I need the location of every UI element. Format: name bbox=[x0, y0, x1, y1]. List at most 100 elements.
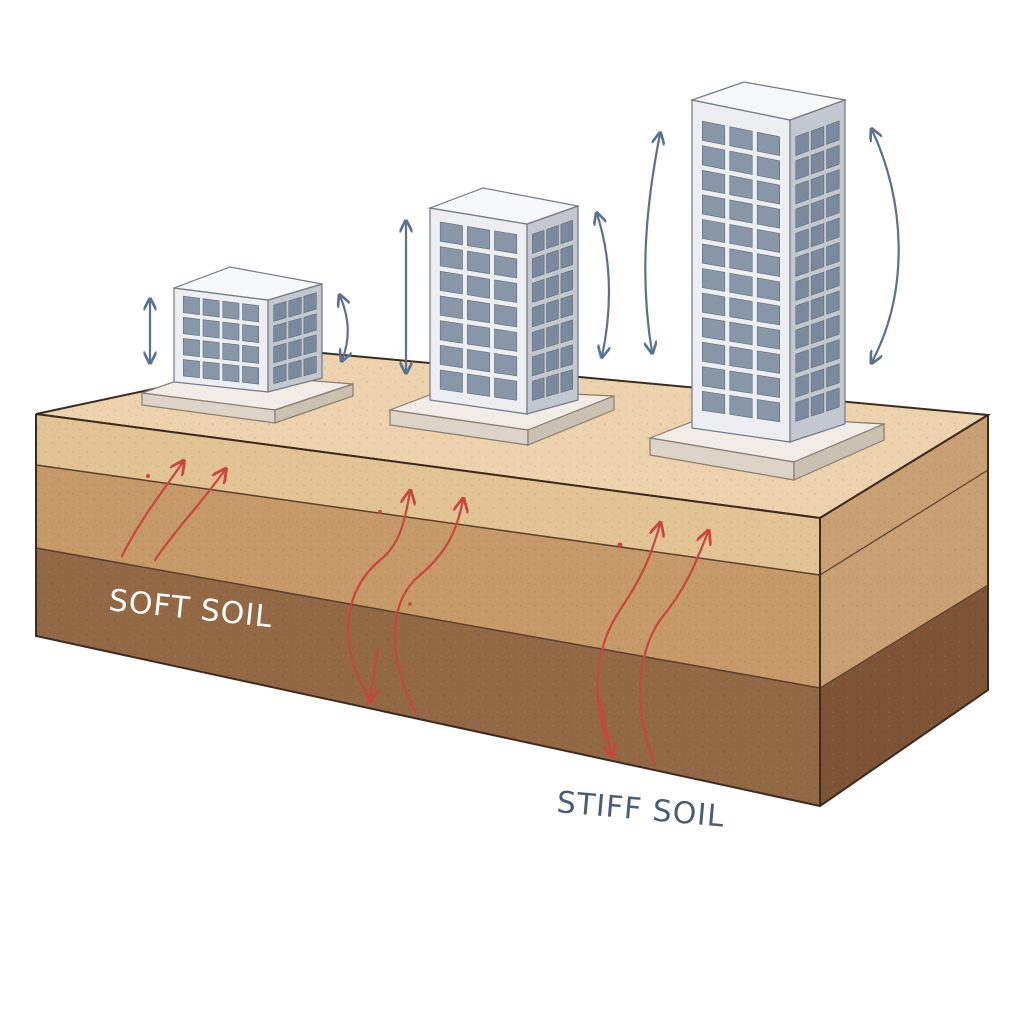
window bbox=[532, 229, 545, 254]
window bbox=[826, 169, 840, 194]
window bbox=[702, 169, 726, 195]
window bbox=[810, 368, 825, 393]
window bbox=[467, 299, 490, 324]
window bbox=[756, 399, 780, 423]
window bbox=[756, 180, 780, 205]
sway-arrow bbox=[340, 296, 348, 360]
window bbox=[702, 268, 726, 292]
window bbox=[810, 223, 825, 248]
window bbox=[439, 295, 463, 319]
window bbox=[795, 155, 809, 181]
window bbox=[729, 321, 753, 346]
window bbox=[729, 370, 753, 394]
building-high-rise bbox=[647, 81, 885, 481]
window bbox=[702, 366, 726, 390]
seismic-wave-arrow bbox=[596, 524, 660, 754]
window bbox=[702, 390, 726, 415]
window bbox=[795, 228, 809, 253]
sway-arrow bbox=[872, 130, 900, 362]
window bbox=[810, 392, 825, 417]
window bbox=[467, 373, 490, 397]
window bbox=[546, 323, 559, 348]
window bbox=[702, 317, 726, 341]
window bbox=[826, 120, 840, 145]
window bbox=[702, 341, 726, 366]
window bbox=[494, 255, 518, 279]
window bbox=[532, 254, 545, 279]
window bbox=[202, 340, 220, 360]
window bbox=[546, 348, 559, 373]
window bbox=[729, 297, 753, 321]
window bbox=[439, 320, 463, 344]
window bbox=[303, 292, 317, 314]
window bbox=[756, 156, 780, 181]
building-mid-rise bbox=[387, 187, 615, 446]
window bbox=[532, 328, 545, 352]
window bbox=[532, 352, 545, 377]
window bbox=[810, 174, 825, 199]
seismic-wave-arrow bbox=[598, 698, 612, 755]
building-roof bbox=[689, 81, 848, 121]
window bbox=[826, 290, 840, 315]
window bbox=[560, 244, 573, 269]
window bbox=[702, 292, 726, 317]
window bbox=[560, 294, 573, 319]
window bbox=[810, 344, 825, 369]
window bbox=[546, 224, 559, 249]
seismic-waves bbox=[120, 462, 708, 767]
window bbox=[467, 275, 490, 299]
window bbox=[242, 303, 260, 323]
window bbox=[795, 131, 809, 156]
window bbox=[795, 180, 809, 205]
window bbox=[494, 328, 518, 352]
window bbox=[182, 338, 200, 358]
window bbox=[494, 377, 518, 401]
window bbox=[810, 150, 825, 175]
window bbox=[222, 342, 240, 362]
sway-arrows bbox=[150, 130, 900, 372]
window bbox=[560, 344, 573, 368]
window bbox=[756, 350, 780, 374]
window bbox=[494, 353, 518, 377]
window bbox=[795, 373, 809, 398]
window bbox=[729, 175, 753, 200]
window bbox=[439, 270, 463, 295]
window bbox=[810, 198, 825, 224]
window bbox=[702, 194, 726, 219]
window bbox=[702, 243, 726, 268]
window bbox=[729, 126, 753, 151]
window bbox=[756, 277, 780, 302]
window bbox=[222, 321, 240, 341]
window bbox=[729, 199, 753, 224]
window bbox=[810, 271, 825, 296]
window bbox=[182, 359, 200, 379]
window bbox=[439, 246, 463, 270]
building-roof bbox=[427, 187, 581, 225]
window bbox=[288, 359, 302, 381]
window bbox=[560, 319, 573, 344]
window bbox=[242, 344, 260, 364]
window bbox=[242, 365, 260, 385]
window bbox=[795, 252, 809, 277]
window bbox=[795, 325, 809, 350]
window bbox=[729, 224, 753, 248]
window bbox=[288, 296, 302, 318]
window bbox=[826, 193, 840, 218]
window bbox=[439, 369, 463, 393]
window bbox=[202, 361, 220, 381]
label-stiff-soil: STIFF SOIL bbox=[555, 785, 726, 835]
window bbox=[729, 150, 753, 175]
seismic-wave-arrow bbox=[393, 500, 463, 714]
window bbox=[273, 342, 287, 364]
window bbox=[222, 300, 240, 320]
window bbox=[303, 355, 317, 377]
window bbox=[810, 126, 825, 151]
window bbox=[702, 145, 726, 170]
window bbox=[729, 272, 753, 297]
window bbox=[795, 349, 809, 374]
seismic-wave-arrow bbox=[639, 532, 708, 767]
window bbox=[467, 226, 490, 250]
window bbox=[202, 298, 220, 318]
window bbox=[826, 241, 840, 267]
window bbox=[756, 204, 780, 229]
